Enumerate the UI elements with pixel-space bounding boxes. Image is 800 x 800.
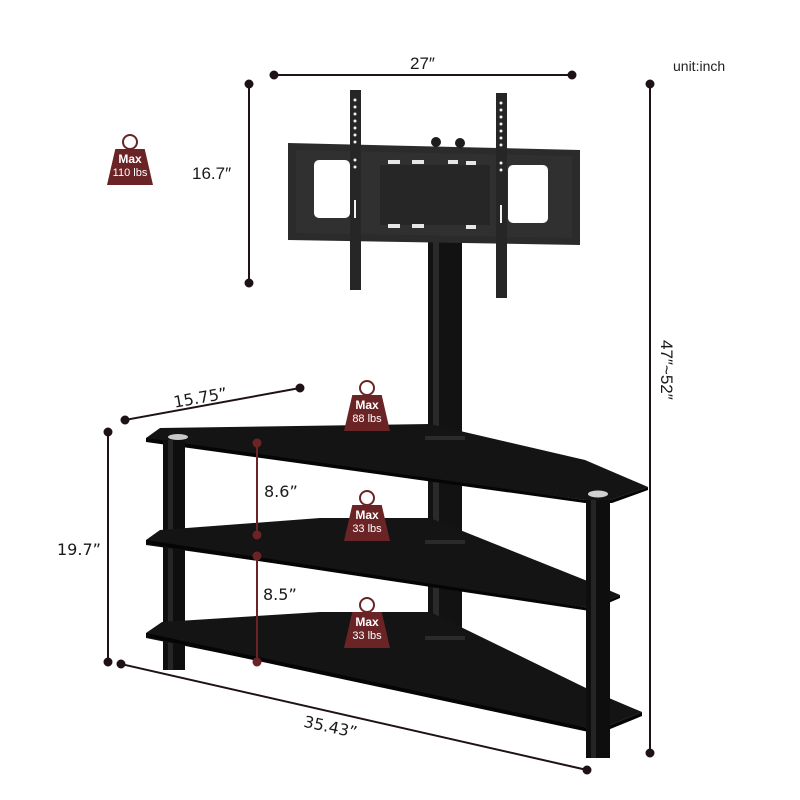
weight-icon — [107, 149, 153, 185]
upper-gap-dimension-line — [252, 438, 262, 540]
weight-icon — [344, 505, 390, 541]
bottom-shelf — [146, 612, 642, 734]
middle-shelf — [146, 518, 620, 611]
weight-badge-tv-mount: Max 110 lbs — [107, 134, 153, 190]
mount-height-dimension-line — [244, 79, 254, 288]
weight-ring-icon — [359, 597, 375, 613]
weight-icon — [344, 395, 390, 431]
shelf-height-label: 19.7” — [57, 540, 101, 559]
unit-label: unit:inch — [673, 58, 726, 74]
total-height-label: 47″~52″ — [657, 340, 676, 400]
stand-width-dimension-line — [116, 659, 592, 775]
mount-width-dimension-line — [269, 70, 577, 80]
weight-ring-icon — [359, 380, 375, 396]
weight-ring-icon — [122, 134, 138, 150]
shelf-depth-dimension-line — [120, 383, 305, 425]
upper-gap-label: 8.6” — [264, 482, 298, 501]
total-height-dimension-line — [645, 79, 655, 758]
weight-ring-icon — [359, 490, 375, 506]
lower-gap-dimension-line — [252, 551, 262, 667]
lower-gap-label: 8.5” — [263, 585, 297, 604]
mount-width-label: 27″ — [410, 54, 435, 73]
shelf-height-dimension-line — [103, 427, 113, 667]
weight-icon — [344, 612, 390, 648]
weight-badge-middle-shelf: Max 33 lbs — [344, 490, 390, 546]
top-shelf — [146, 424, 648, 503]
weight-badge-top-shelf: Max 88 lbs — [344, 380, 390, 436]
weight-badge-bottom-shelf: Max 33 lbs — [344, 597, 390, 653]
right-leg — [586, 500, 610, 758]
mount-height-label: 16.7″ — [192, 164, 232, 183]
